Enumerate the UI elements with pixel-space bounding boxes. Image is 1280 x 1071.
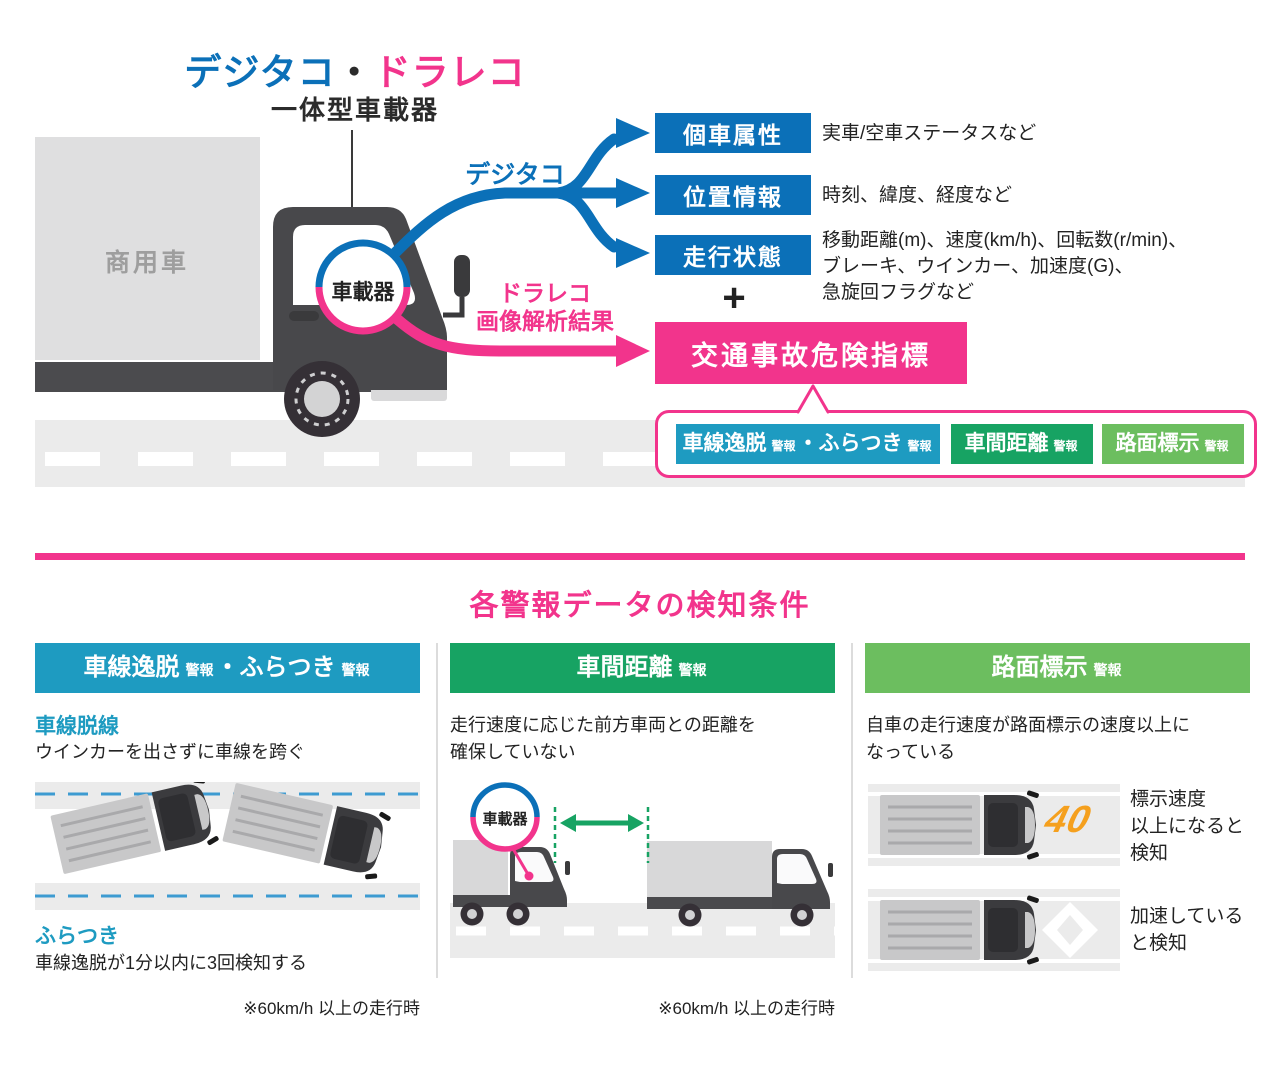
badge-marking-tag: 警報: [1204, 439, 1229, 453]
col1-header-main2: ふらつき: [239, 654, 336, 681]
badge-distance-tag: 警報: [1053, 439, 1078, 453]
risk-index-box: 交通事故危険指標: [655, 322, 967, 384]
badge-lane-sep: ・: [797, 432, 819, 455]
col1-header-main1: 車線逸脱: [83, 654, 180, 681]
data-flow-arrows: [315, 118, 650, 367]
col2-header: 車間距離警報: [450, 643, 835, 693]
col2-header-main: 車間距離: [576, 654, 673, 681]
col1-item2-title: ふらつき: [35, 925, 119, 948]
col3-header: 路面標示警報: [865, 643, 1250, 693]
col3-diamond-marking-illustration: [868, 889, 1120, 971]
badge-lane-main2: ふらつき: [818, 432, 903, 455]
arrowhead-pink: [616, 335, 650, 367]
badge-lane-main1: 車線逸脱: [682, 432, 767, 455]
alert-badge-container: 車線逸脱警報・ふらつき警報 車間距離警報 路面標示警報: [655, 410, 1257, 478]
title-dorareco: ドラレコ: [373, 52, 526, 93]
arrowhead-bottom: [616, 238, 650, 268]
device-label: 車載器: [331, 281, 395, 304]
container-notch: [796, 384, 830, 414]
col2-footnote: ※60km/h 以上の走行時: [658, 999, 835, 1018]
col3-caption2: 加速している と検知: [1130, 906, 1244, 954]
data-row-label-position: 位置情報: [655, 175, 811, 215]
col1-lane-departure-illustration: [35, 782, 420, 910]
col1-header-sep: ・: [215, 654, 240, 681]
plus-sign: +: [722, 276, 746, 320]
col1-item1-title: 車線脱線: [35, 715, 119, 738]
col3-caption1: 標示速度 以上になると 検知: [1130, 789, 1245, 864]
column-divider-2: [851, 643, 853, 978]
page-title: デジタコ・ドラレコ: [150, 42, 560, 96]
alert-badge-distance: 車間距離警報: [951, 424, 1093, 464]
badge-distance-main: 車間距離: [964, 432, 1049, 455]
digitaco-flow-label: デジタコ: [465, 161, 565, 189]
device-circle: [319, 243, 407, 331]
col1-header: 車線逸脱警報・ふらつき警報: [35, 643, 420, 693]
section2-title: 各警報データの検知条件: [469, 590, 811, 622]
data-row-label-driving-state: 走行状態: [655, 235, 811, 275]
data-row-desc-position: 時刻、緯度、経度など: [822, 185, 1013, 206]
truck-body-label: 商用車: [104, 249, 189, 277]
col3-desc: 自車の走行速度が路面標示の速度以上に なっている: [866, 715, 1190, 762]
col2-device-label: 車載器: [482, 811, 528, 828]
col2-following-distance-illustration: [450, 782, 835, 958]
title-dot: ・: [335, 52, 374, 93]
badge-lane-tag1: 警報: [771, 439, 796, 453]
section-divider: [35, 553, 1245, 560]
data-row-desc-vehicle-attr: 実車/空車ステータスなど: [822, 123, 1037, 144]
col1-header-tag2: 警報: [341, 662, 370, 678]
column-divider-1: [436, 643, 438, 978]
badge-marking-main: 路面標示: [1115, 432, 1200, 455]
col3-header-tag: 警報: [1093, 662, 1122, 678]
col2-header-tag: 警報: [678, 662, 707, 678]
data-row-desc-driving-state: 移動距離(m)、速度(km/h)、回転数(r/min)、 ブレーキ、ウインカー、…: [822, 230, 1188, 303]
col3-header-main: 路面標示: [991, 654, 1088, 681]
col1-item2-desc: 車線逸脱が1分以内に3回検知する: [35, 953, 308, 973]
title-digitaco: デジタコ: [184, 52, 336, 93]
col1-item1-desc: ウインカーを出さずに車線を跨ぐ: [35, 742, 305, 762]
dorareco-flow-label: ドラレコ 画像解析結果: [476, 280, 614, 334]
col3-speed-marking-illustration: [868, 784, 1120, 866]
arrowhead-middle: [616, 178, 650, 208]
col1-footnote: ※60km/h 以上の走行時: [243, 999, 420, 1018]
col2-desc: 走行速度に応じた前方車両との距離を 確保していない: [450, 715, 756, 762]
alert-badge-lane: 車線逸脱警報・ふらつき警報: [676, 424, 940, 464]
subtitle-connector-line: [351, 130, 353, 243]
arrowhead-top: [616, 118, 650, 148]
col1-header-tag1: 警報: [185, 662, 214, 678]
subtitle: 一体型車載器: [270, 95, 439, 125]
badge-lane-tag2: 警報: [907, 439, 932, 453]
alert-badge-marking: 路面標示警報: [1102, 424, 1244, 464]
data-row-label-vehicle-attr: 個車属性: [655, 113, 811, 153]
